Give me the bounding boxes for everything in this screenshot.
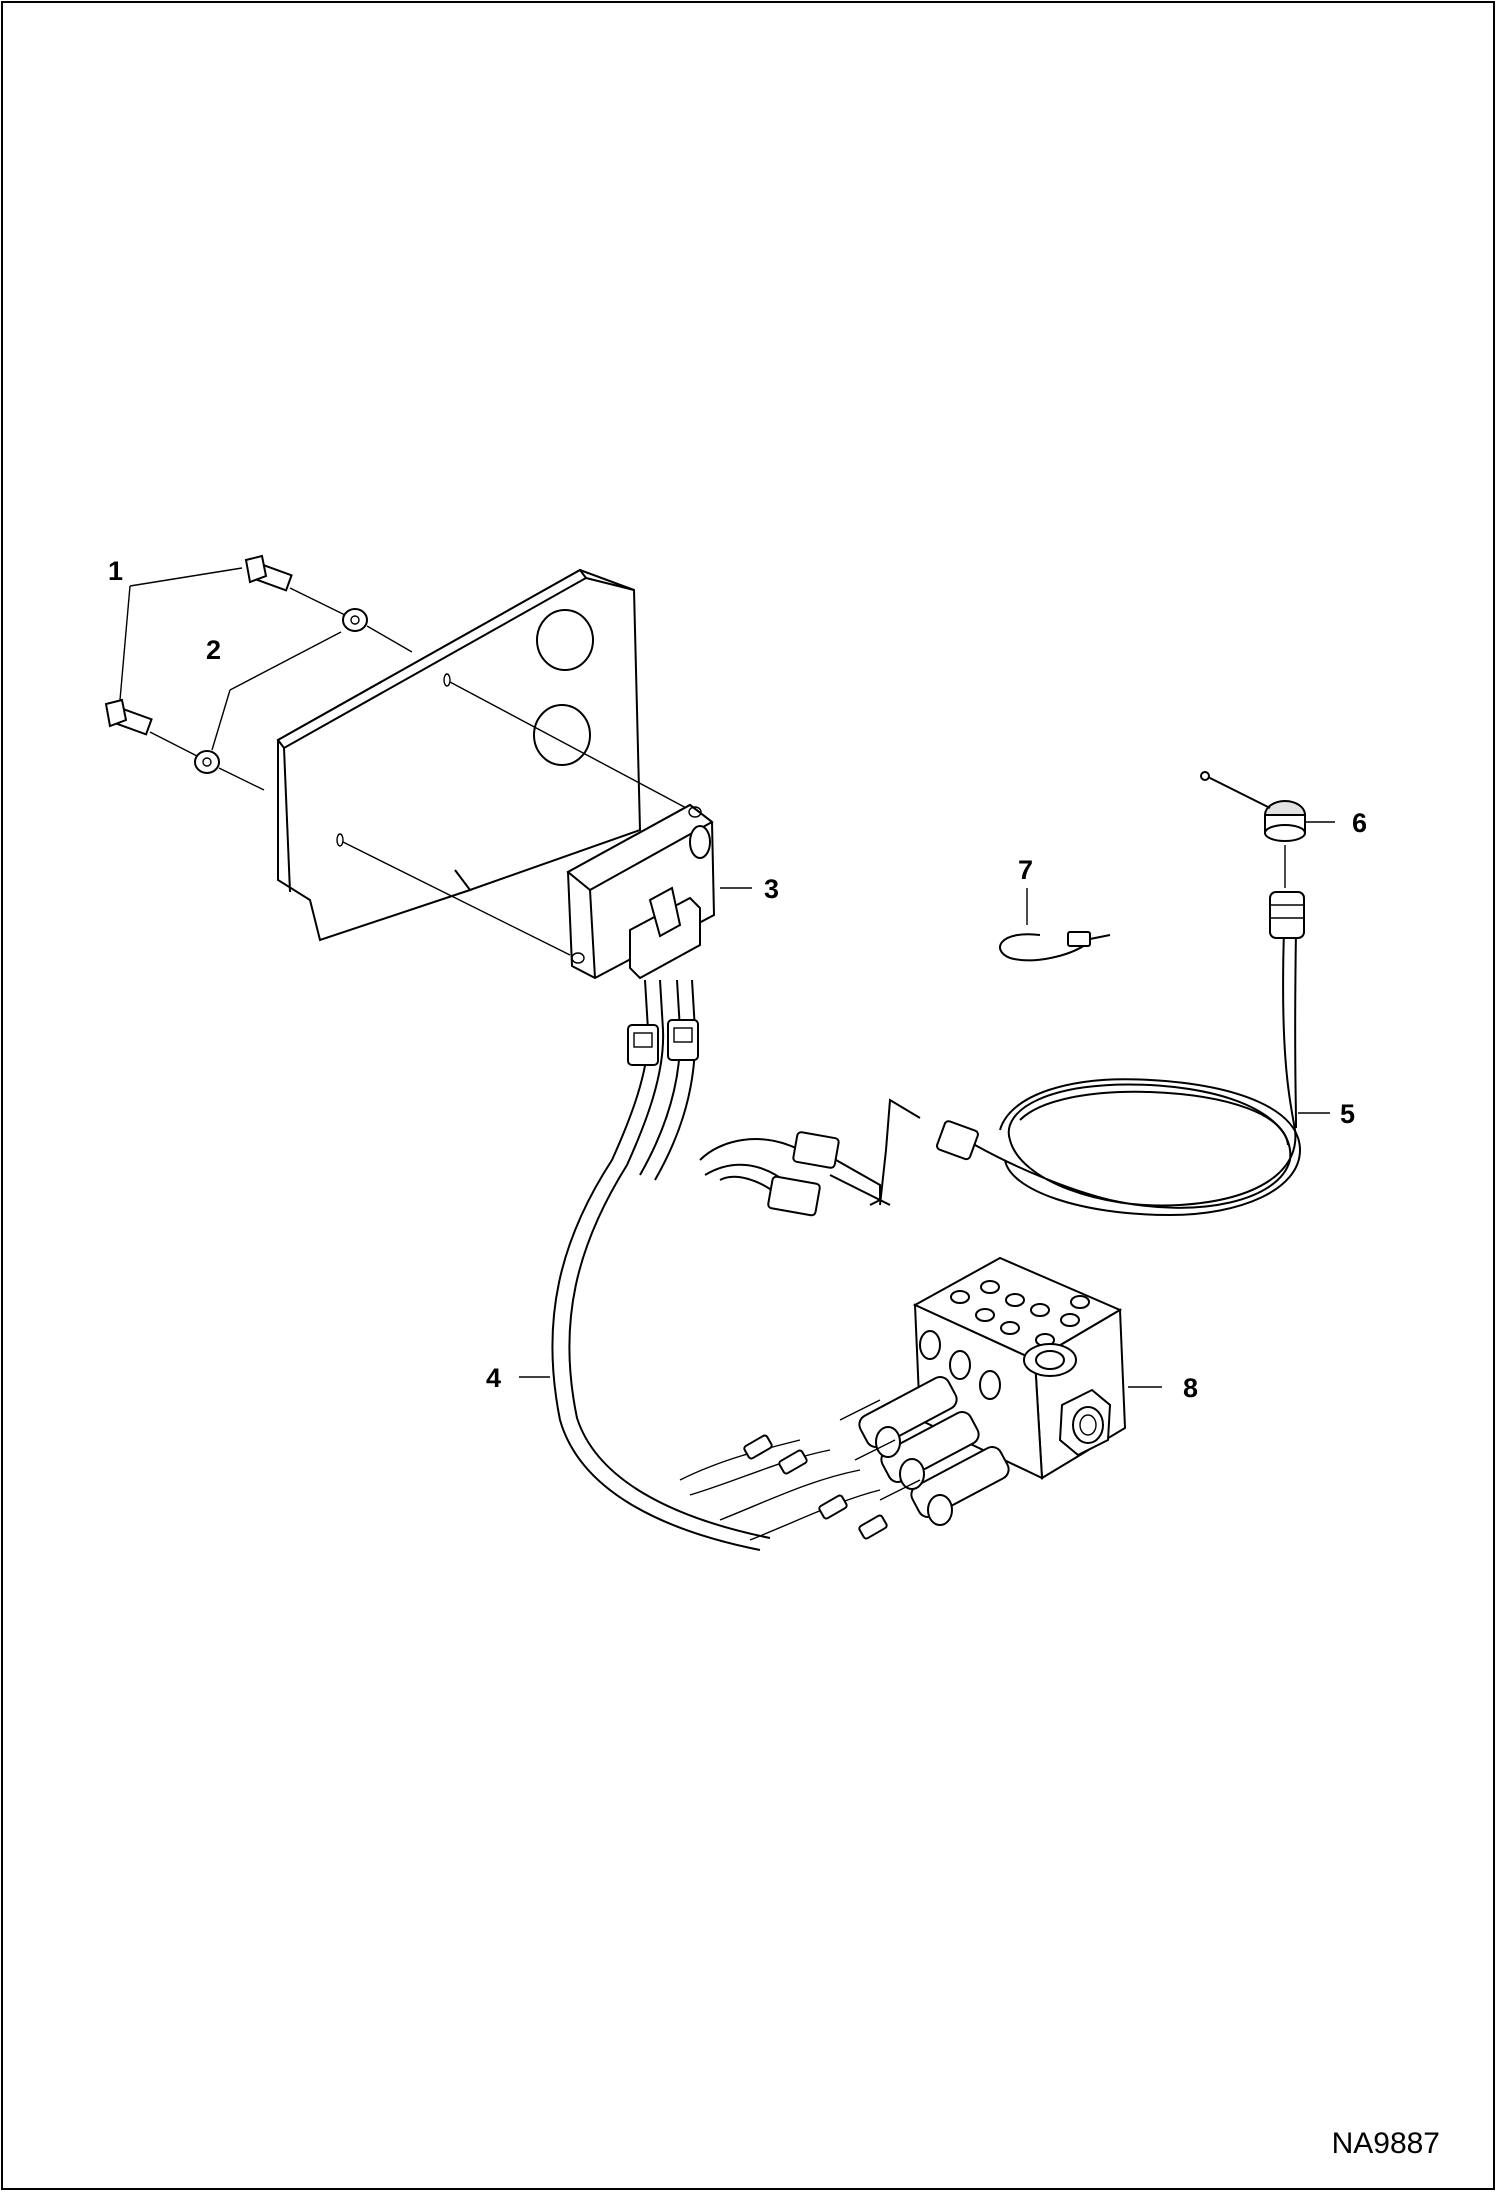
callout-1: 1 xyxy=(108,556,123,586)
callout-3: 3 xyxy=(764,874,779,904)
callout-labels: 1 2 3 4 5 6 7 8 xyxy=(108,556,1367,1403)
controller-module xyxy=(566,803,716,980)
sensor-cap xyxy=(1200,771,1306,888)
wire-harness xyxy=(551,979,888,1551)
washer-upper xyxy=(342,608,368,632)
figure-code: NA9887 xyxy=(1331,2127,1440,2160)
solenoid-valves xyxy=(839,1376,1010,1526)
bolt-lower xyxy=(104,698,153,736)
callout-4: 4 xyxy=(486,1363,501,1393)
callout-7: 7 xyxy=(1018,855,1033,885)
callout-8: 8 xyxy=(1183,1373,1198,1403)
extension-cable xyxy=(829,891,1305,1217)
cable-tie xyxy=(999,931,1111,962)
leader-lines xyxy=(119,567,1335,1388)
callout-2: 2 xyxy=(206,635,221,665)
callout-6: 6 xyxy=(1352,808,1367,838)
callout-5: 5 xyxy=(1340,1099,1355,1129)
bolt-upper xyxy=(244,554,293,592)
mounting-bracket xyxy=(276,568,642,942)
valve-block xyxy=(912,1256,1127,1480)
washer-lower xyxy=(194,750,220,774)
